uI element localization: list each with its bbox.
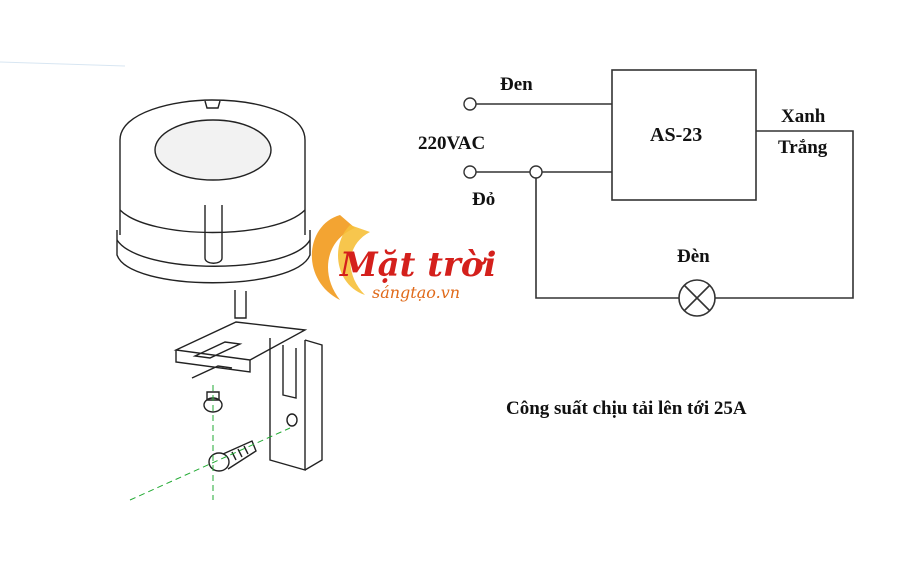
voltage-label: 220VAC: [418, 133, 485, 154]
device-box: [611, 69, 757, 201]
wiring-lines: [476, 69, 854, 299]
terminals: [463, 97, 543, 179]
sensor-illustration: [116, 99, 323, 472]
brand-logo: Mặt trời sángtạo.vn: [311, 215, 496, 302]
blue-wire-label: Xanh: [781, 106, 826, 127]
device-label: AS-23: [650, 124, 702, 146]
terminal-top: [463, 97, 477, 111]
scan-line: [0, 61, 126, 67]
black-wire-label: Đen: [500, 74, 533, 95]
logo-sub-text: sángtạo.vn: [372, 283, 460, 302]
sun-swirl-icon: [311, 215, 355, 300]
junction-node: [529, 165, 543, 179]
white-wire-label: Trắng: [778, 137, 828, 158]
lamp-label: Đèn: [677, 246, 710, 267]
logo-main-text: Mặt trời: [339, 245, 496, 285]
assembly-guides: [129, 385, 291, 501]
sun-swirl-inner-icon: [338, 225, 370, 295]
red-wire-label: Đỏ: [472, 189, 495, 210]
caption: Công suất chịu tải lên tới 25A: [506, 398, 747, 419]
terminal-bottom: [463, 165, 477, 179]
lamp-icon: [678, 279, 716, 317]
